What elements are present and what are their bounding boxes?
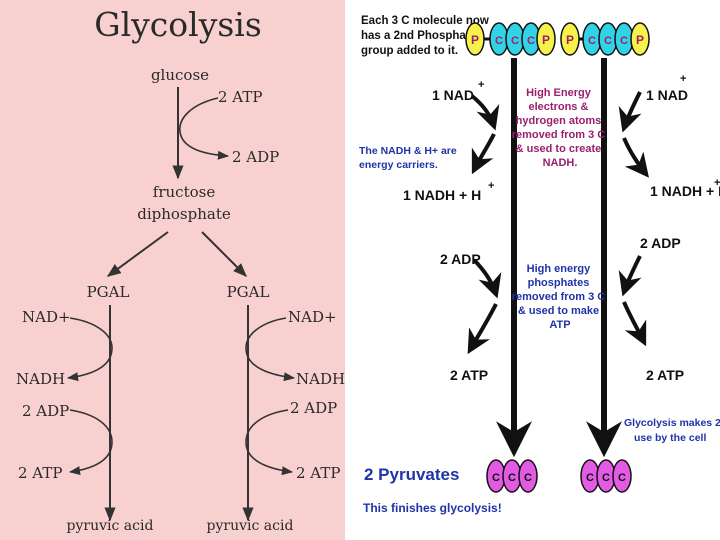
nadh-left-plus: + [488, 180, 494, 192]
note-line: High Energy [526, 87, 592, 99]
note-line: & used to create [516, 143, 602, 155]
left-adp-arrow [70, 410, 112, 472]
diphosphate-label: diphosphate [137, 205, 231, 223]
nadh-left-arrow [474, 134, 494, 170]
phosphate-label: P [542, 33, 550, 47]
fructose-label: fructose [153, 183, 216, 201]
carbon-label: C [586, 472, 594, 484]
note-line: electrons & [529, 101, 589, 113]
note-line: energy carriers. [359, 159, 438, 171]
left-atp-label: 2 ATP [18, 464, 62, 482]
glycolysis-overview-panel: Glycolysis glucose 2 ATP 2 ADP fructose … [0, 0, 345, 540]
carbon-label: C [492, 472, 500, 484]
diagram-title: Glycolysis [94, 5, 262, 44]
high-energy-phosphates-note: High energy phosphates removed from 3 C … [512, 263, 609, 331]
right-adp-label: 2 ADP [290, 399, 337, 417]
phosphorylated-molecule-left: P C C C P [466, 23, 555, 55]
note-line: Glycolysis makes 2 ne [624, 417, 720, 429]
top-note-line-2: has a 2nd Phosphate [361, 30, 476, 42]
glycolysis-detail-panel: Each 3 C molecule now has a 2nd Phosphat… [345, 0, 720, 540]
carbon-label: C [618, 472, 626, 484]
glucose-label: glucose [151, 66, 209, 84]
phosphorylated-molecule-right: P C C C P [561, 23, 649, 55]
nad-right-plus: + [680, 73, 686, 85]
carbon-label: C [604, 35, 612, 47]
carbon-label: C [620, 35, 628, 47]
nad-left-label: 1 NAD [432, 87, 474, 103]
right-nad-label: NAD+ [288, 308, 337, 326]
adp-right-label: 2 ADP [640, 235, 681, 251]
pyruvate-molecule-left: C C C [487, 460, 537, 492]
note-line: removed from 3 C [512, 129, 606, 141]
glycolysis-detail-diagram: Each 3 C molecule now has a 2nd Phosphat… [345, 0, 720, 540]
note-line: phosphates [528, 277, 590, 289]
pyruvate-molecule-right: C C C [581, 460, 631, 492]
split-arrow-right [202, 232, 246, 276]
carbon-label: C [524, 472, 532, 484]
note-line: ATP [549, 319, 570, 331]
carbon-label: C [508, 472, 516, 484]
note-line: removed from 3 C [512, 291, 606, 303]
left-nad-label: NAD+ [22, 308, 71, 326]
atp-left-arrow-out [470, 304, 496, 350]
adp-out-label: 2 ADP [232, 148, 279, 166]
nad-right-label: 1 NAD [646, 87, 688, 103]
adp-left-arrow-in [474, 260, 496, 294]
top-note-line-3: group added to it. [361, 45, 458, 57]
adp-left-label: 2 ADP [440, 251, 481, 267]
phosphate-label: P [471, 33, 479, 47]
right-nad-arrow [246, 318, 294, 378]
right-adp-arrow [246, 410, 292, 472]
nadh-right-arrow [624, 138, 646, 174]
phosphate-label: P [566, 33, 574, 47]
atp-right-label: 2 ATP [646, 367, 684, 383]
energy-carriers-note: The NADH & H+ are energy carriers. [359, 145, 460, 171]
atp-in-label: 2 ATP [218, 88, 262, 106]
nadh-left-label: 1 NADH + H [403, 187, 481, 203]
adp-right-arrow-in [624, 256, 640, 292]
note-line: The NADH & H+ are [359, 145, 457, 157]
left-pyruvic-acid-label: pyruvic acid [67, 518, 154, 534]
pgal-right-label: PGAL [227, 283, 270, 301]
high-energy-electrons-note: High Energy electrons & hydrogen atoms r… [512, 87, 609, 169]
atp-left-label: 2 ATP [450, 367, 488, 383]
carbon-label: C [495, 35, 503, 47]
finishes-glycolysis-label: This finishes glycolysis! [363, 501, 502, 515]
nad-left-arrow [472, 96, 494, 126]
note-line: NADH. [543, 157, 578, 169]
atp-consumption-arrow [180, 98, 228, 156]
right-atp-label: 2 ATP [296, 464, 340, 482]
nad-right-arrow [624, 92, 640, 128]
left-adp-label: 2 ADP [22, 402, 69, 420]
left-nad-arrow [68, 318, 112, 378]
note-line: & used to make [518, 305, 599, 317]
nad-left-plus: + [478, 79, 484, 91]
glycolysis-overview-diagram: Glycolysis glucose 2 ATP 2 ADP fructose … [0, 0, 345, 540]
atp-right-arrow-out [624, 302, 644, 342]
right-pyruvic-acid-label: pyruvic acid [207, 518, 294, 534]
nadh-right-label: 1 NADH + H [650, 183, 720, 199]
nadh-right-plus: + [714, 177, 720, 189]
split-arrow-left [108, 232, 168, 276]
note-line: hydrogen atoms [516, 115, 602, 127]
carbon-label: C [527, 35, 535, 47]
right-nadh-label: NADH [296, 370, 345, 388]
left-nadh-label: NADH [16, 370, 65, 388]
carbon-label: C [588, 35, 596, 47]
pyruvates-label: 2 Pyruvates [364, 465, 459, 484]
note-line: use by the cell [634, 432, 706, 444]
glycolysis-summary-note: Glycolysis makes 2 ne use by the cell [624, 417, 720, 444]
carbon-label: C [511, 35, 519, 47]
pgal-left-label: PGAL [87, 283, 130, 301]
phosphate-label: P [636, 33, 644, 47]
note-line: High energy [527, 263, 591, 275]
carbon-label: C [602, 472, 610, 484]
